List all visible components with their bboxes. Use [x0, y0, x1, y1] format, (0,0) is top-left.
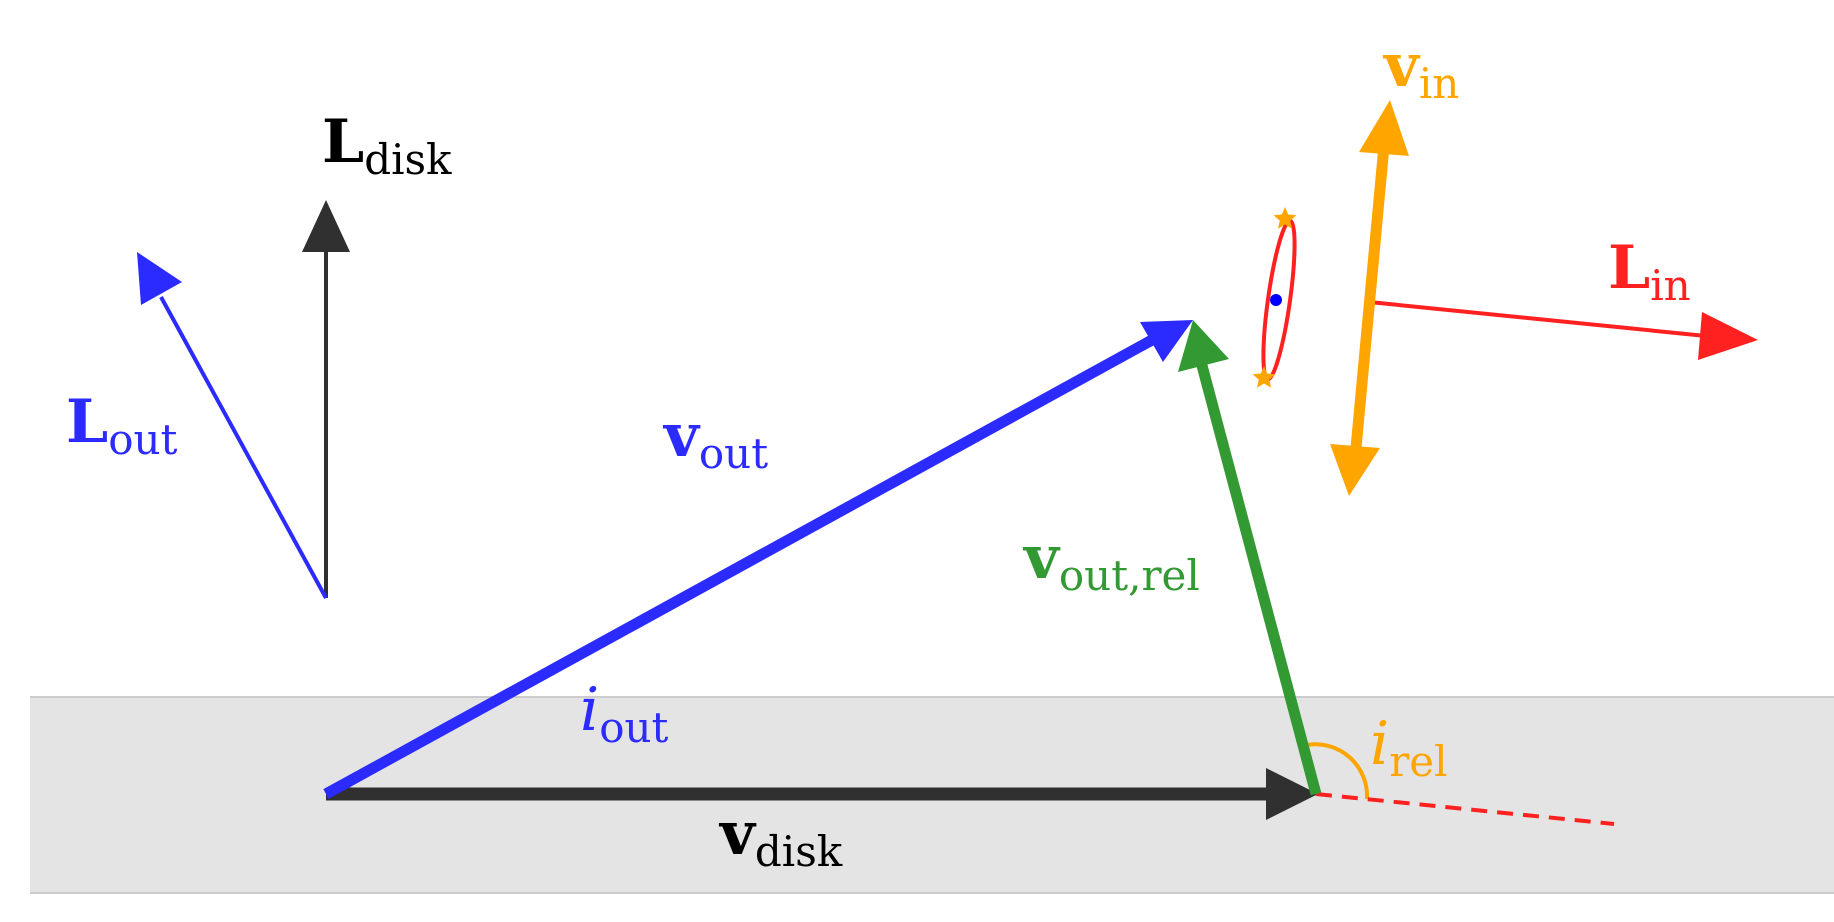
label-v-out-rel-sub: out,rel: [1059, 551, 1200, 600]
label-v-out-main: v: [662, 401, 701, 471]
label-i-out-sub: out: [599, 703, 668, 752]
label-i-out-main: i: [580, 675, 599, 745]
label-l-in-sub: in: [1650, 261, 1690, 310]
label-v-out-sub: out: [699, 429, 768, 478]
label-v-in-main: v: [1382, 31, 1421, 101]
label-l-out-sub: out: [108, 415, 177, 464]
v-in-arrow-shaft: [1350, 145, 1390, 449]
label-l-in-main: L: [1608, 233, 1650, 303]
label-i-out: iout: [580, 675, 669, 752]
i-rel-angle-arc: [1305, 742, 1370, 800]
label-l-disk-main: L: [322, 107, 364, 177]
label-v-out: vout: [662, 401, 768, 478]
l-disk-arrowhead: [302, 200, 350, 252]
label-i-rel-main: i: [1370, 709, 1389, 779]
l-in-arrowhead: [1698, 312, 1758, 360]
binary-center-dot: [1270, 294, 1282, 306]
v-out-rel-arrowhead: [1178, 320, 1229, 372]
v-out-rel-arrow-shaft: [1194, 356, 1322, 796]
label-l-out: Lout: [66, 387, 178, 464]
v-out-arrowhead: [1140, 320, 1193, 362]
v-in-arrowhead-up: [1359, 100, 1409, 156]
label-l-in: Lin: [1608, 233, 1691, 310]
l-in-arrow-shaft: [1368, 300, 1707, 338]
v-out-arrow-shaft: [323, 335, 1155, 799]
v-disk-arrowhead: [1266, 768, 1318, 820]
label-v-in-sub: in: [1419, 59, 1459, 108]
binary-star-top: [1273, 207, 1297, 229]
label-v-disk-main: v: [718, 799, 757, 869]
binary-star-bottom: [1252, 366, 1276, 388]
label-v-disk: vdisk: [718, 799, 843, 876]
label-v-disk-sub: disk: [755, 827, 843, 876]
v-in-arrowhead-down: [1330, 444, 1380, 496]
label-v-out-rel-main: v: [1022, 523, 1061, 593]
v-in-projection-dashed-line: [1315, 792, 1615, 826]
label-v-out-rel: vout,rel: [1022, 523, 1200, 600]
label-l-out-main: L: [66, 387, 108, 457]
label-l-disk: Ldisk: [322, 107, 452, 184]
l-out-arrow-shaft: [159, 296, 328, 599]
label-l-disk-sub: disk: [364, 135, 452, 184]
l-out-arrowhead: [137, 252, 182, 305]
label-i-rel: irel: [1370, 709, 1448, 786]
label-i-rel-sub: rel: [1389, 737, 1447, 786]
label-v-in: vin: [1382, 31, 1459, 108]
